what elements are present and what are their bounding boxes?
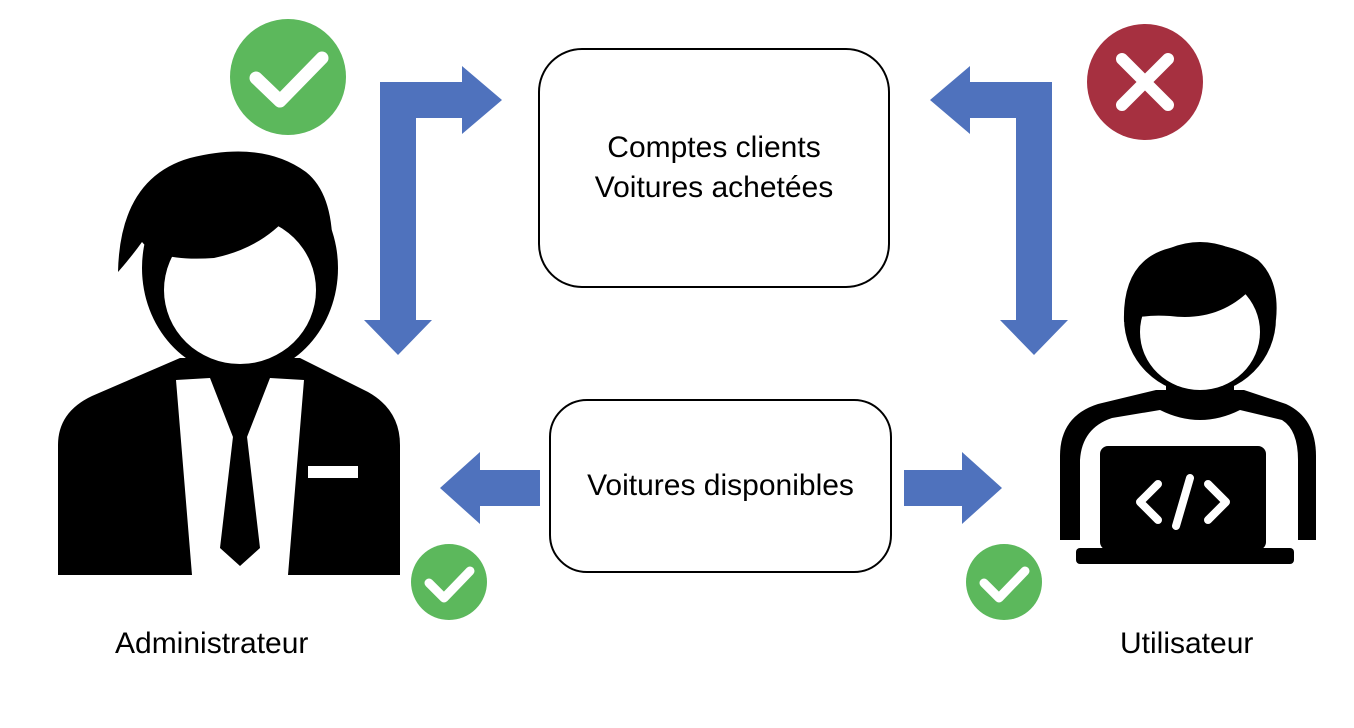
box-text-line: Comptes clients [607,131,821,164]
check-icon [411,544,487,620]
arrow-bottom-to-admin [440,452,540,524]
check-icon [230,19,346,135]
arrow-admin-top [364,66,502,355]
businessman-icon [58,151,400,575]
user-label: Utilisateur [1120,627,1254,660]
box-text-line: Voitures achetées [594,171,834,204]
admin-label: Administrateur [115,627,309,660]
cross-icon [1087,24,1203,140]
data-box-client-accounts: Comptes clients Voitures achetées [538,48,890,288]
box-text-line: Voitures disponibles [587,469,854,502]
data-box-available-cars: Voitures disponibles [549,399,892,573]
arrow-bottom-to-user [904,452,1002,524]
developer-laptop-icon [1060,242,1316,564]
check-icon [966,544,1042,620]
arrow-user-top [930,66,1068,355]
